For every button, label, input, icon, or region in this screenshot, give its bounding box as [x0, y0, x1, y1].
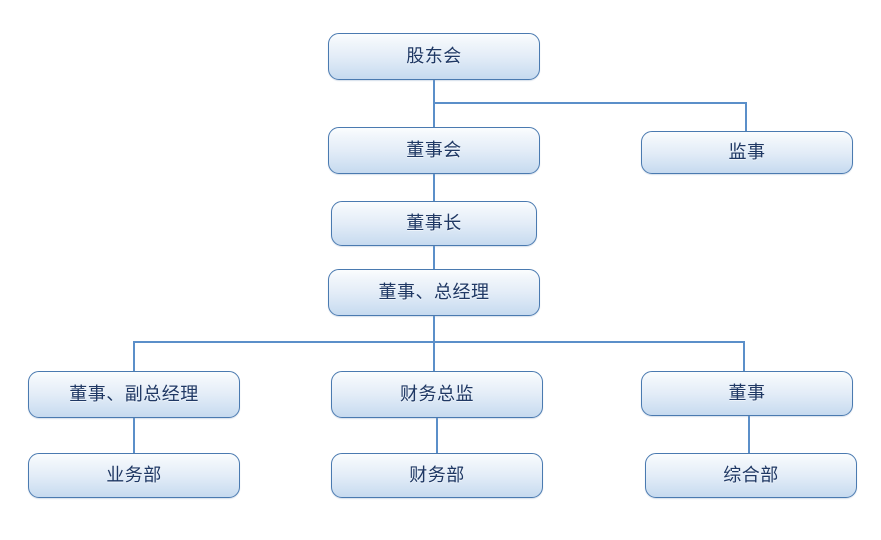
org-node-label-gm: 董事、总经理 — [378, 281, 490, 303]
connector-bus-drop-right — [743, 341, 745, 371]
org-node-business-dept[interactable]: 业务部 — [28, 453, 240, 498]
connector-level3-bus — [133, 341, 745, 343]
org-node-label-board: 董事会 — [406, 139, 462, 161]
org-node-chairman[interactable]: 董事长 — [331, 201, 537, 246]
org-node-general-dept[interactable]: 综合部 — [645, 453, 857, 498]
org-node-label-deputy-gm: 董事、副总经理 — [69, 383, 199, 405]
org-node-label-finance-dept: 财务部 — [409, 464, 465, 486]
connector-supervisor-bus — [433, 102, 747, 104]
org-node-cfo[interactable]: 财务总监 — [331, 371, 543, 418]
org-node-gm[interactable]: 董事、总经理 — [328, 269, 540, 316]
org-node-label-cfo: 财务总监 — [400, 383, 474, 405]
connector-board-to-chairman — [433, 174, 435, 201]
connector-director-to-general — [748, 416, 750, 453]
connector-cfo-to-finance — [436, 418, 438, 453]
org-node-label-supervisor: 监事 — [728, 141, 766, 163]
connector-gm-stem — [433, 316, 435, 371]
connector-supervisor-drop — [745, 102, 747, 131]
org-node-deputy-gm[interactable]: 董事、副总经理 — [28, 371, 240, 418]
connector-bus-drop-left — [133, 341, 135, 371]
org-node-finance-dept[interactable]: 财务部 — [331, 453, 543, 498]
org-node-shareholders[interactable]: 股东会 — [328, 33, 540, 80]
connector-chairman-to-gm — [433, 246, 435, 269]
org-node-director[interactable]: 董事 — [641, 371, 853, 416]
org-node-label-chairman: 董事长 — [406, 212, 462, 234]
org-node-label-business-dept: 业务部 — [106, 464, 162, 486]
org-node-label-director: 董事 — [728, 382, 766, 404]
org-node-supervisor[interactable]: 监事 — [641, 131, 853, 174]
connector-deputy-to-business — [133, 418, 135, 453]
org-node-label-shareholders: 股东会 — [406, 45, 462, 67]
org-node-board[interactable]: 董事会 — [328, 127, 540, 174]
org-node-label-general-dept: 综合部 — [723, 464, 779, 486]
